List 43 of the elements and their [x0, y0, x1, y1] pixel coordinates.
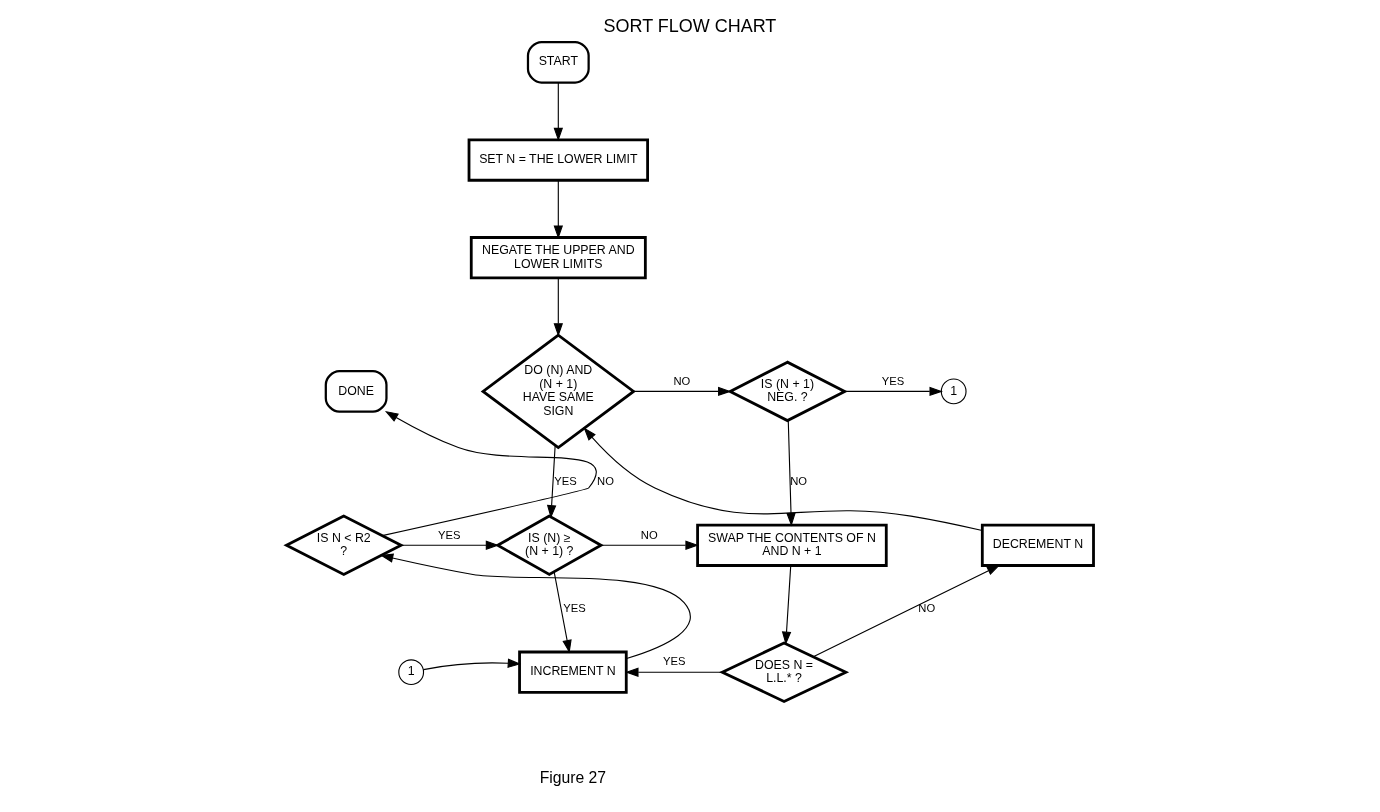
- node-diamond: IS (N + 1) NEG. ?: [727, 360, 848, 423]
- node-diamond: DOES N = L.L.* ?: [719, 641, 850, 703]
- arrow: [379, 553, 691, 660]
- node-box: SET N = THE LOWER LIMIT: [467, 138, 649, 182]
- node-box: SWAP THE CONTENTS OF N AND N + 1: [696, 523, 888, 567]
- arrow: [812, 564, 1001, 658]
- caption: Figure 27: [539, 769, 607, 787]
- arrow: [381, 410, 597, 537]
- edge-label: NO: [640, 528, 658, 541]
- arrow: [553, 82, 564, 142]
- node-diamond: IS (N) ≥ (N + 1) ?: [494, 514, 604, 577]
- arrow: [553, 179, 564, 239]
- arrow: [553, 571, 572, 654]
- node-circle: 1: [398, 659, 425, 686]
- arrow: [625, 667, 723, 677]
- edge-label: NO: [673, 374, 691, 387]
- arrow: [844, 386, 943, 397]
- arrow: [781, 565, 792, 646]
- node-circle: 1: [940, 378, 967, 405]
- node-box: NEGATE THE UPPER AND LOWER LIMITS: [469, 236, 647, 280]
- node-diamond: IS N < R2 ?: [283, 514, 405, 577]
- edge-label: YES: [663, 655, 686, 668]
- node-box: DONE: [324, 370, 388, 413]
- edge-label: YES: [554, 474, 577, 487]
- edge-label: NO: [597, 474, 614, 487]
- diagram-title: SORT FLOW CHART: [603, 15, 777, 36]
- arrow: [546, 445, 557, 519]
- node-box: DECREMENT N: [980, 523, 1095, 567]
- arrow: [553, 277, 564, 337]
- arrow: [786, 419, 796, 527]
- node-box: START: [526, 40, 590, 84]
- edge-label: YES: [438, 528, 461, 541]
- arrow: [600, 540, 699, 550]
- arrow: [583, 427, 983, 531]
- edge-label: NO: [790, 474, 808, 487]
- arrow: [633, 386, 732, 397]
- edge-label: YES: [881, 374, 905, 387]
- edge-label: YES: [563, 601, 586, 614]
- edge-label: NO: [918, 601, 936, 614]
- node-box: INCREMENT N: [518, 650, 628, 694]
- node-diamond: DO (N) AND (N + 1) HAVE SAME SIGN: [480, 333, 636, 450]
- arrow: [401, 540, 500, 550]
- arrow: [422, 658, 522, 671]
